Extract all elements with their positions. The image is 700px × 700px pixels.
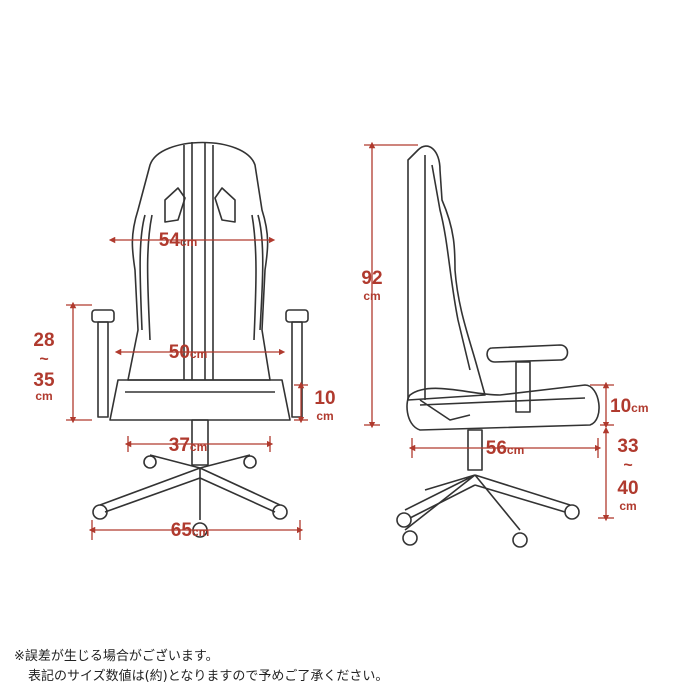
front-backrest bbox=[127, 141, 271, 381]
label-seat-height-max: 40 bbox=[617, 478, 638, 499]
label-seat-height-unit: cm bbox=[619, 499, 636, 513]
side-caster bbox=[396, 512, 412, 528]
disclaimer-line-1: ※誤差が生じる場合がございます。 bbox=[14, 649, 219, 664]
label-armrest-height-sep: ~ bbox=[39, 351, 48, 368]
front-backrest-stripe bbox=[183, 142, 214, 380]
front-armrest-left bbox=[91, 309, 115, 323]
label-base-width: 65cm bbox=[171, 520, 209, 541]
front-harness-hole-left bbox=[164, 187, 186, 223]
label-cushion-front-value: 10 bbox=[314, 388, 335, 409]
label-total-height-unit: cm bbox=[363, 289, 380, 303]
label-cushion-side: 10cm bbox=[610, 396, 648, 417]
label-cushion-front-unit: cm bbox=[316, 409, 333, 423]
disclaimer-line-2: 表記のサイズ数値は(約)となりますので予めご了承ください。 bbox=[28, 669, 389, 684]
side-backrest bbox=[407, 145, 486, 401]
front-caster bbox=[92, 504, 108, 520]
label-backrest-width: 54cm bbox=[159, 230, 197, 251]
label-seat-height-min: 33 bbox=[617, 436, 638, 457]
label-seat-depth-front: 37cm bbox=[169, 435, 207, 456]
label-seat-height-sep: ~ bbox=[623, 457, 632, 474]
side-star-base bbox=[404, 474, 571, 531]
label-armrest-height-min: 28 bbox=[33, 330, 54, 351]
side-gas-lift bbox=[467, 429, 483, 471]
label-seat-width: 50cm bbox=[169, 342, 207, 363]
front-star-base bbox=[99, 454, 281, 520]
front-harness-hole-right bbox=[214, 187, 236, 223]
front-armrest-right bbox=[285, 309, 309, 323]
front-view-chair bbox=[91, 141, 309, 538]
label-armrest-height-unit: cm bbox=[35, 389, 52, 403]
side-seat bbox=[406, 384, 600, 431]
label-seat-depth: 56cm bbox=[486, 438, 524, 459]
front-seat bbox=[109, 379, 291, 421]
dimension-lines bbox=[66, 141, 614, 540]
front-bolster-left bbox=[139, 214, 153, 341]
label-total-height-value: 92 bbox=[361, 268, 382, 289]
front-bolster-right bbox=[251, 214, 264, 341]
side-view-chair bbox=[396, 145, 600, 548]
side-armrest bbox=[486, 344, 569, 363]
label-armrest-height-max: 35 bbox=[33, 370, 55, 391]
